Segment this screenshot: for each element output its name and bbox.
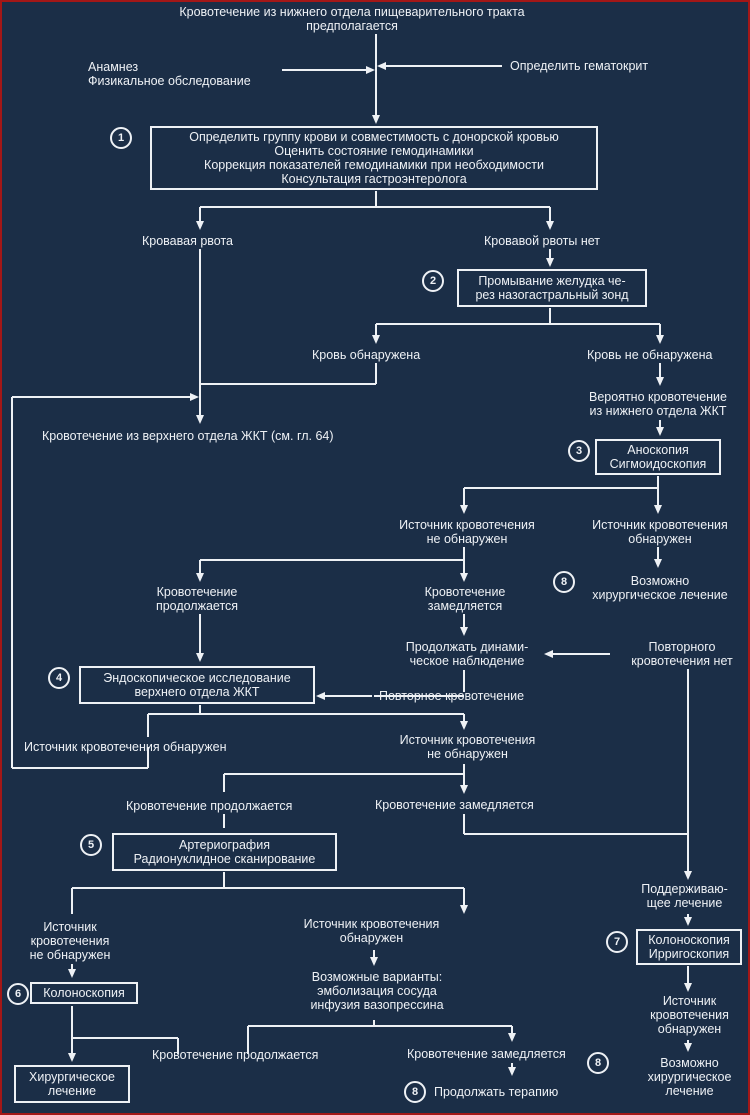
step-3-marker: 3 [568, 440, 590, 462]
initial-management-box: Определить группу крови и совместимость … [150, 126, 598, 190]
arrowhead [654, 505, 662, 514]
step-1-marker: 1 [110, 127, 132, 149]
bloody-vomit-label: Кровавая рвота [142, 234, 233, 248]
maintenance-therapy-label: Поддерживаю-щее лечение [641, 882, 728, 910]
arrowhead [196, 573, 204, 582]
arrowhead [190, 393, 199, 401]
arrowhead [460, 785, 468, 794]
bleeding-continues-2-label: Кровотечение продолжается [126, 799, 293, 813]
continue-therapy-label: Продолжать терапию [434, 1085, 559, 1099]
step-8-marker-bottom: 8 [404, 1081, 426, 1103]
colonoscopy-box: Колоноскопия [30, 982, 138, 1004]
arrowhead [460, 627, 468, 636]
step-8-marker-top: 8 [553, 571, 575, 593]
arrowhead [544, 650, 553, 658]
arrowhead [377, 62, 386, 70]
arrowhead [460, 905, 468, 914]
step-4-marker: 4 [48, 667, 70, 689]
arrowhead [196, 415, 204, 424]
arrowhead [546, 221, 554, 230]
arrowhead [656, 377, 664, 386]
arrowhead [196, 221, 204, 230]
arrowhead [656, 427, 664, 436]
arrowhead [656, 335, 664, 344]
arrowhead [68, 1053, 76, 1062]
bleeding-continues-3-label: Кровотечение продолжается [152, 1048, 319, 1062]
step-7-marker: 7 [606, 931, 628, 953]
step-5-marker: 5 [80, 834, 102, 856]
continue-observation-label: Продолжать динами-ческое наблюдение [405, 640, 529, 668]
arrowhead [68, 969, 76, 978]
arrowhead [372, 335, 380, 344]
blood-not-found-label: Кровь не обнаружена [587, 348, 713, 362]
arrowhead [460, 505, 468, 514]
hematocrit-label: Определить гематокрит [510, 59, 649, 73]
upper-gi-bleeding-label: Кровотечение из верхнего отдела ЖКТ (см.… [42, 429, 334, 443]
gastric-lavage-box: Промывание желудка че-рез назогастральны… [457, 269, 647, 307]
arrowhead [508, 1033, 516, 1042]
bleeding-slows-2-label: Кровотечение замедляется [375, 798, 534, 812]
rebleeding-label: Повторное кровотечение [379, 689, 525, 703]
arrowhead [316, 692, 325, 700]
step-6-marker: 6 [7, 983, 29, 1005]
arrowhead [372, 115, 380, 124]
arrowhead [684, 871, 692, 880]
arrowhead [460, 721, 468, 730]
arrowhead [366, 66, 375, 74]
step-2-marker: 2 [422, 270, 444, 292]
arrowhead [196, 653, 204, 662]
step-8-marker-right: 8 [587, 1052, 609, 1074]
arrowhead [684, 917, 692, 926]
bleeding-slows-3-label: Кровотечение замедляется [407, 1047, 566, 1061]
arrowhead [508, 1067, 516, 1076]
source-found-2-label: Источник кровотечения обнаружен [24, 740, 227, 754]
arrowhead [684, 1043, 692, 1052]
no-bloody-vomit-label: Кровавой рвоты нет [484, 234, 601, 248]
arrowhead [546, 258, 554, 267]
arrowhead [460, 573, 468, 582]
arrowhead [370, 957, 378, 966]
blood-found-label: Кровь обнаружена [312, 348, 421, 362]
flowchart-title: Кровотечение из нижнего отдела пищеварит… [179, 5, 525, 33]
arrowhead [684, 983, 692, 992]
arrowhead [654, 559, 662, 568]
